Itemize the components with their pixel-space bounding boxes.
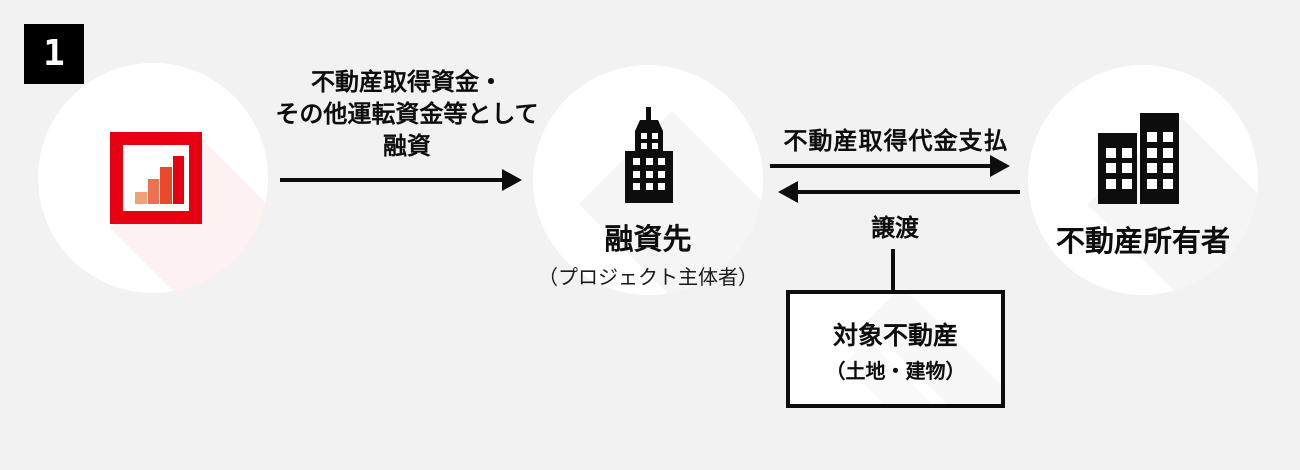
payment-arrow-line	[770, 164, 994, 168]
transfer-arrow-line	[794, 190, 1020, 194]
asset-box: 対象不動産 （土地・建物）	[786, 290, 1005, 408]
payment-arrow-head-icon	[990, 155, 1010, 177]
loan-arrow-head-icon	[502, 169, 522, 191]
bar-chart-logo-icon	[110, 132, 202, 224]
loan-arrow-line	[280, 178, 506, 182]
asset-box-title: 対象不動産	[832, 322, 958, 350]
transfer-flow-label: 譲渡	[871, 215, 919, 242]
node-owner-circle	[1028, 65, 1258, 295]
loan-label-line2: その他運転資金等として	[275, 101, 539, 128]
transfer-arrow-head-icon	[778, 181, 798, 203]
two-buildings-icon	[1098, 113, 1179, 204]
node-lender-circle	[38, 63, 268, 293]
office-building-icon	[625, 107, 673, 203]
owner-label: 不動産所有者	[1055, 226, 1230, 258]
borrower-sublabel: （プロジェクト主体者）	[538, 267, 758, 289]
asset-connector-line	[891, 249, 895, 291]
step-badge: 1	[24, 24, 84, 84]
payment-flow-label: 不動産取得代金支払	[783, 128, 1009, 155]
node-borrower-circle	[533, 65, 763, 295]
step-number: 1	[43, 33, 65, 74]
borrower-label: 融資先	[604, 224, 692, 256]
loan-label-line1: 不動産取得資金・	[311, 69, 503, 96]
loan-label-line3: 融資	[383, 133, 431, 160]
asset-box-subtitle: （土地・建物）	[825, 361, 966, 383]
loan-flow-label: 不動産取得資金・ その他運転資金等として 融資	[272, 67, 542, 163]
